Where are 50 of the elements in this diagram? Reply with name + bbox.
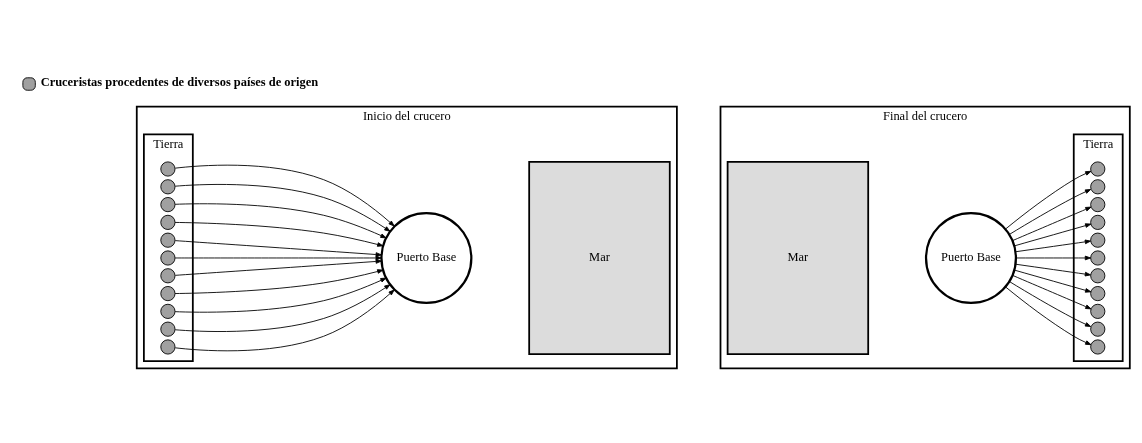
arrow [1014, 223, 1092, 247]
node-circle [160, 232, 176, 248]
arrow [174, 255, 382, 261]
arrow [174, 164, 395, 227]
arrow [1012, 274, 1092, 310]
arrow [174, 269, 384, 294]
node-circle [1090, 179, 1106, 195]
node-box: Mar [528, 161, 671, 355]
cluster: Tierra [143, 133, 194, 363]
cluster: Tierra [1072, 133, 1124, 363]
node-circle [1090, 303, 1106, 319]
arrow [174, 277, 387, 313]
node-circle [1090, 286, 1106, 302]
node-circle [1090, 214, 1106, 230]
node-circle [160, 161, 176, 177]
arrow [1015, 239, 1091, 253]
node-circle [1090, 250, 1106, 266]
node-circle [160, 321, 176, 337]
arrow [174, 203, 387, 239]
node-box: Mar [726, 161, 870, 355]
node-circle [160, 303, 176, 319]
node-circle [1090, 197, 1106, 213]
node-circle [160, 250, 176, 266]
node-circle [1090, 339, 1106, 355]
node-circle [1090, 161, 1106, 177]
arrow [1005, 170, 1092, 230]
arrow [174, 284, 391, 332]
node-circle [160, 286, 176, 302]
arrow [1012, 206, 1092, 242]
node-circle [160, 268, 176, 284]
node-circle [160, 214, 176, 230]
arrow [1015, 263, 1091, 277]
node-circle [1090, 268, 1106, 284]
arrow [1008, 281, 1092, 327]
arrow [174, 259, 382, 276]
arrow [174, 222, 384, 247]
arrow [1005, 286, 1092, 346]
node-circle [160, 179, 176, 195]
arrow [174, 184, 391, 232]
arrow [1015, 255, 1092, 261]
node-circle [1090, 232, 1106, 248]
arrow [1014, 269, 1092, 293]
node-circle [1090, 321, 1106, 337]
legend-label: Cruceristas procedentes de diversos países de origen [40, 75, 319, 90]
arrow [1008, 189, 1092, 235]
node-circle [160, 339, 176, 355]
arrow [174, 289, 395, 352]
node-circle [160, 197, 176, 213]
arrow [174, 240, 382, 257]
node-circle: Puerto Base [924, 211, 1018, 305]
